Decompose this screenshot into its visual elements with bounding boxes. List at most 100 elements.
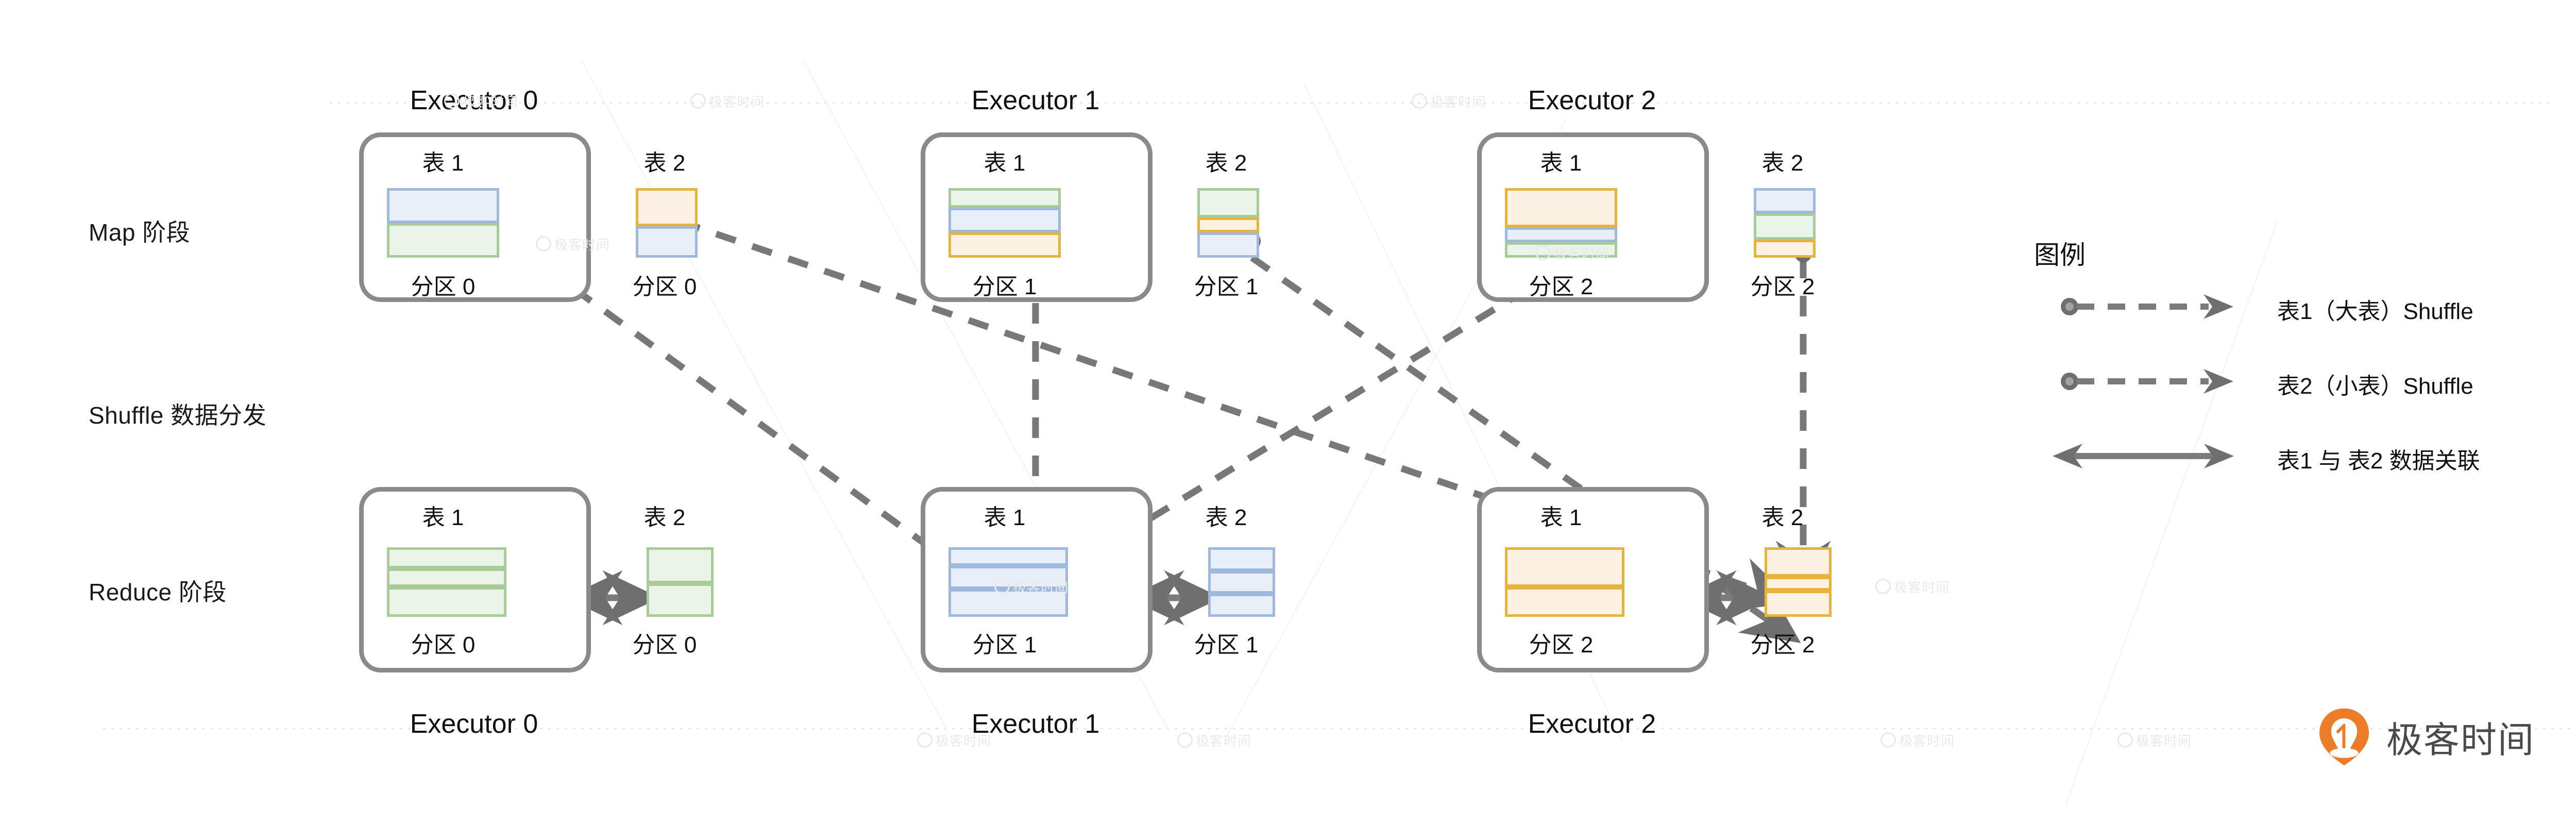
reduce-0-table2 <box>647 547 714 617</box>
watermark: 极客时间 <box>2117 731 2192 750</box>
map-2-table1-partition: 分区 2 <box>1529 274 1594 299</box>
band-blue <box>1754 188 1816 213</box>
band-green <box>1197 188 1259 217</box>
map-1-table1-caption: 表 1 <box>984 150 1026 176</box>
legend-label-2: 表1 与 表2 数据关联 <box>2277 448 2480 474</box>
reduce-2-table1-partition: 分区 2 <box>1529 632 1594 658</box>
map-1-table2 <box>1197 188 1259 258</box>
reduce-2-table1-caption: 表 1 <box>1540 505 1582 530</box>
watermark-dot-icon <box>1880 732 1896 748</box>
watermark-dot-icon <box>1177 732 1193 748</box>
stage-label-map: Map 阶段 <box>89 219 191 246</box>
band-green <box>647 547 714 584</box>
band-green <box>387 586 506 617</box>
decor-hairlines <box>582 61 2278 804</box>
watermark: 极客时间 <box>1880 731 1955 750</box>
map-2-table2 <box>1754 188 1816 258</box>
band-orange <box>1765 590 1832 617</box>
map-2-table1-caption: 表 1 <box>1540 150 1582 176</box>
band-blue <box>1208 547 1275 571</box>
legend-title: 图例 <box>2034 241 2086 270</box>
band-orange <box>1197 217 1259 233</box>
watermark: 极客时间 <box>690 92 765 111</box>
reduce-1-table2 <box>1208 547 1275 617</box>
band-orange <box>1765 576 1832 591</box>
watermark: 极客时间 <box>1177 731 1251 750</box>
band-orange <box>1765 547 1832 577</box>
band-blue <box>387 188 499 223</box>
reduce-1-table2-caption: 表 2 <box>1205 505 1247 530</box>
watermark-dot-icon <box>1535 245 1551 260</box>
band-orange <box>1505 188 1617 227</box>
band-green <box>387 568 506 587</box>
watermark-dot-icon <box>536 236 551 251</box>
band-orange <box>636 188 698 227</box>
executor-title-top-1: Executor 1 <box>971 86 1100 115</box>
band-blue <box>636 226 698 258</box>
executor-title-bottom-2: Executor 2 <box>1528 709 1656 739</box>
brand-logo: 极客时间 <box>2313 706 2535 768</box>
executor-title-top-2: Executor 2 <box>1528 86 1656 115</box>
reduce-0-table1 <box>387 547 506 617</box>
band-orange <box>1754 239 1816 258</box>
legend-label-0: 表1（大表）Shuffle <box>2277 299 2473 324</box>
band-blue <box>1208 594 1275 617</box>
watermark-dot-icon <box>917 732 933 748</box>
map-1-table1 <box>948 188 1061 258</box>
map-1-table1-partition: 分区 1 <box>972 274 1037 299</box>
map-0-table1 <box>387 188 499 258</box>
map-0-table2-partition: 分区 0 <box>632 274 697 299</box>
watermark: 极客时间 <box>917 731 991 750</box>
band-blue <box>948 547 1068 566</box>
map-2-table2-caption: 表 2 <box>1761 150 1804 176</box>
legend-icon-table1-shuffle <box>2061 294 2233 319</box>
watermark: 极客时间 <box>1535 243 1609 262</box>
band-green <box>948 188 1061 208</box>
watermark: 极客时间 <box>994 577 1069 596</box>
map-1-table2-caption: 表 2 <box>1205 150 1247 176</box>
brand-text: 极客时间 <box>2386 719 2535 760</box>
band-blue <box>1208 570 1275 594</box>
reduce-1-table2-partition: 分区 1 <box>1194 632 1259 658</box>
legend-icon-table2-shuffle <box>2061 369 2233 394</box>
reduce-2-table1 <box>1505 547 1624 617</box>
band-blue <box>1197 232 1259 258</box>
band-green <box>1754 213 1816 240</box>
reduce-1-table1-caption: 表 1 <box>984 505 1026 530</box>
band-orange <box>948 232 1061 258</box>
watermark: 极客时间 <box>444 92 518 111</box>
watermark-dot-icon <box>1412 93 1427 109</box>
map-2-table2-partition: 分区 2 <box>1750 274 1815 299</box>
map-0-table1-partition: 分区 0 <box>411 274 476 299</box>
stage-label-shuffle: Shuffle 数据分发 <box>89 402 267 429</box>
map-0-table2 <box>636 188 698 258</box>
reduce-0-table1-partition: 分区 0 <box>411 632 476 658</box>
executor-title-bottom-1: Executor 1 <box>971 709 1100 739</box>
watermark: 极客时间 <box>1875 577 1950 596</box>
map-1-table2-partition: 分区 1 <box>1194 274 1259 299</box>
reduce-2-table2-caption: 表 2 <box>1761 505 1804 530</box>
watermark: 极客时间 <box>536 234 610 254</box>
band-green <box>387 223 499 258</box>
band-orange <box>1505 586 1624 617</box>
band-orange <box>1505 547 1624 587</box>
band-green <box>1505 242 1617 258</box>
legend-label-1: 表2（小表）Shuffle <box>2277 374 2473 399</box>
executor-title-top-0: Executor 0 <box>410 86 538 115</box>
band-blue <box>948 207 1061 233</box>
reduce-2-table2 <box>1765 547 1832 617</box>
band-green <box>387 547 506 568</box>
watermark-dot-icon <box>1875 579 1891 594</box>
geekbang-pin-icon <box>2319 708 2369 766</box>
map-0-table1-caption: 表 1 <box>422 150 464 176</box>
band-green <box>647 583 714 617</box>
reduce-1-table1-partition: 分区 1 <box>972 632 1037 658</box>
reduce-0-table2-partition: 分区 0 <box>632 632 697 658</box>
watermark-dot-icon <box>2117 732 2133 748</box>
map-0-table2-caption: 表 2 <box>643 150 686 176</box>
map-executor-box-0[interactable] <box>359 132 591 302</box>
watermark-dot-icon <box>690 93 706 109</box>
reduce-0-table2-caption: 表 2 <box>643 505 686 530</box>
